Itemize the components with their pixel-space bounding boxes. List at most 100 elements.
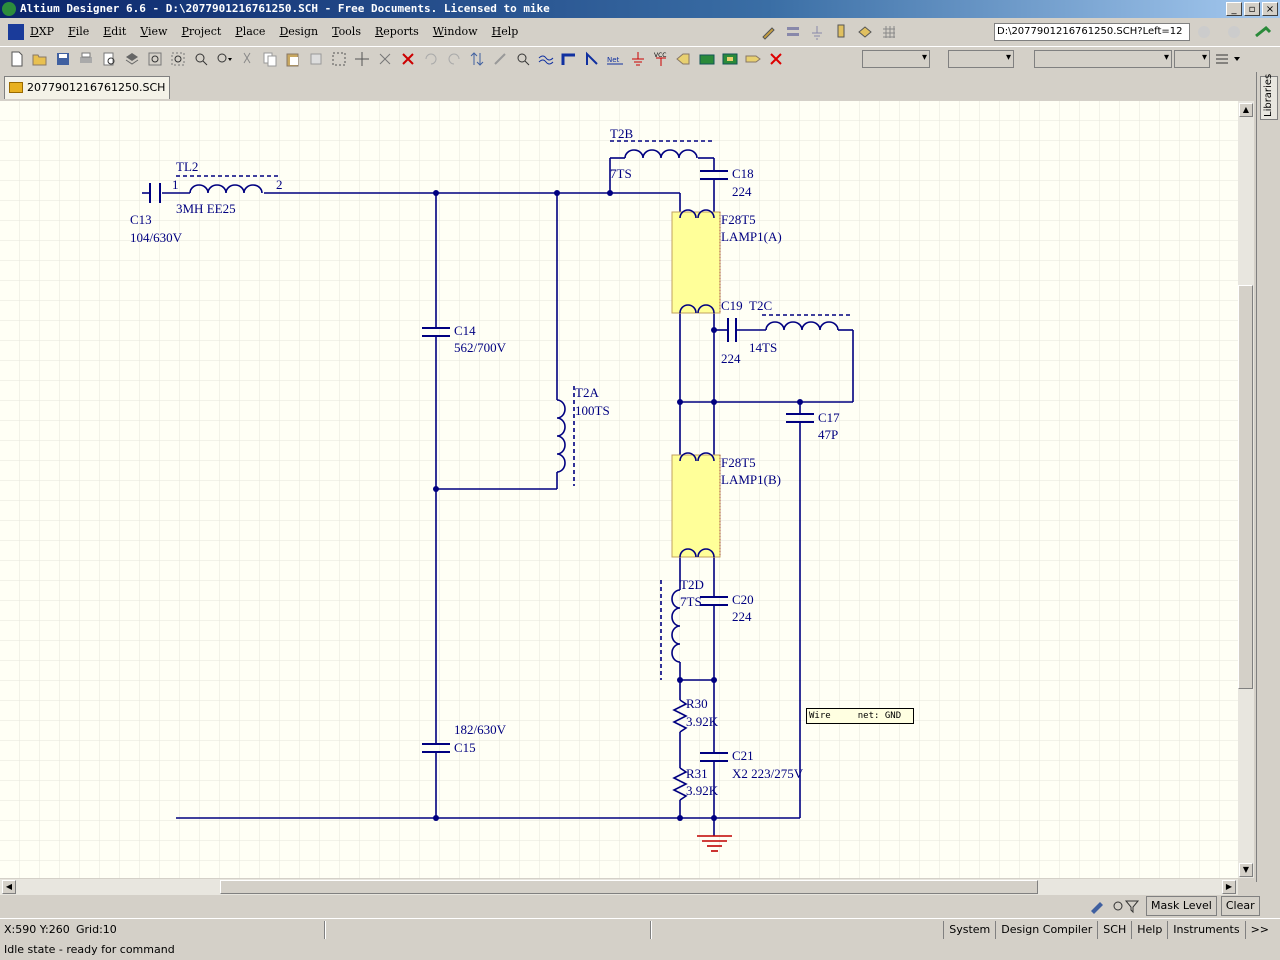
zoom-fit-icon[interactable]	[146, 50, 164, 68]
panel-system[interactable]: System	[943, 921, 995, 939]
power-port-icon[interactable]	[808, 23, 826, 41]
no-erc-icon[interactable]	[767, 50, 785, 68]
place-part-icon[interactable]	[675, 50, 693, 68]
menu-dxp[interactable]: DXP	[30, 25, 55, 38]
panel-instruments[interactable]: Instruments	[1167, 921, 1244, 939]
panel-more[interactable]: >>	[1244, 921, 1274, 939]
panel-design-compiler[interactable]: Design Compiler	[995, 921, 1097, 939]
capacitor-c15[interactable]	[422, 743, 450, 753]
minimize-button[interactable]: _	[1226, 2, 1242, 16]
menu-view[interactable]: View	[140, 25, 168, 38]
menu-project[interactable]: Project	[181, 25, 222, 38]
select-area-icon[interactable]	[330, 50, 348, 68]
scroll-right-icon[interactable]: ▶	[1222, 880, 1236, 894]
move-icon[interactable]	[353, 50, 371, 68]
menu-help[interactable]: Help	[491, 25, 519, 38]
ground-symbol[interactable]	[697, 835, 732, 852]
inductor-tl2[interactable]	[176, 175, 280, 194]
highlighter-icon[interactable]	[1088, 898, 1108, 914]
compile-icon[interactable]	[514, 50, 532, 68]
filter-combo-3[interactable]	[1034, 50, 1172, 68]
menu-tools[interactable]: Tools	[332, 25, 361, 38]
panel-help[interactable]: Help	[1131, 921, 1167, 939]
filter-combo-4[interactable]	[1174, 50, 1210, 68]
capacitor-c20[interactable]	[700, 596, 728, 606]
zoom-selected-icon[interactable]	[192, 50, 210, 68]
net-label-icon[interactable]: Net	[606, 50, 624, 68]
transformer-t2b[interactable]	[610, 140, 712, 159]
close-button[interactable]: ×	[1262, 2, 1278, 16]
transformer-t2d[interactable]	[660, 580, 681, 680]
port-icon[interactable]	[744, 50, 762, 68]
gnd-port-icon[interactable]	[629, 50, 647, 68]
document-path-combo[interactable]: D:\2077901216761250.SCH?Left=12	[994, 23, 1190, 41]
dxp-icon[interactable]	[8, 24, 24, 40]
print-icon[interactable]	[77, 50, 95, 68]
clear-button[interactable]: Clear	[1220, 896, 1260, 916]
place-bus-entry-icon[interactable]	[583, 50, 601, 68]
sheet-symbol-icon[interactable]	[856, 23, 874, 41]
vertical-scroll-thumb[interactable]	[1238, 285, 1253, 689]
rubber-stamp-icon[interactable]	[307, 50, 325, 68]
vertical-scrollbar[interactable]: ▲ ▼	[1238, 101, 1254, 878]
capacitor-c21[interactable]	[700, 752, 728, 762]
mask-level-button[interactable]: Mask Level	[1146, 896, 1217, 916]
filter-icon[interactable]	[1112, 898, 1142, 914]
print-preview-icon[interactable]	[100, 50, 118, 68]
resistor-r30[interactable]	[672, 699, 688, 733]
scroll-down-icon[interactable]: ▼	[1239, 863, 1253, 877]
panel-sch[interactable]: SCH	[1097, 921, 1131, 939]
zoom-dropdown-icon[interactable]	[215, 50, 233, 68]
save-icon[interactable]	[54, 50, 72, 68]
capacitor-c18[interactable]	[700, 170, 728, 180]
place-wire-icon[interactable]	[537, 50, 555, 68]
capacitor-c19[interactable]	[727, 318, 737, 342]
resistor-r31[interactable]	[672, 767, 688, 801]
new-file-icon[interactable]	[8, 50, 26, 68]
open-folder-icon[interactable]	[31, 50, 49, 68]
sheet-symbol-tool-icon[interactable]	[698, 50, 716, 68]
deselect-icon[interactable]	[376, 50, 394, 68]
cut-icon[interactable]	[238, 50, 256, 68]
scroll-up-icon[interactable]: ▲	[1239, 103, 1253, 117]
capacitor-c13[interactable]	[149, 183, 161, 203]
nav-arrows-icon[interactable]	[1196, 24, 1276, 40]
menu-place[interactable]: Place	[235, 25, 266, 38]
clear-filter-icon[interactable]	[399, 50, 417, 68]
sheet-entry-icon[interactable]	[721, 50, 739, 68]
scroll-left-icon[interactable]: ◀	[2, 880, 16, 894]
menu-file[interactable]: File	[68, 25, 90, 38]
transformer-t2a[interactable]	[556, 386, 575, 486]
filter-combo-1[interactable]	[862, 50, 930, 68]
zoom-area-icon[interactable]	[169, 50, 187, 68]
copy-icon[interactable]	[261, 50, 279, 68]
capacitor-c14[interactable]	[422, 327, 450, 337]
schematic-canvas[interactable]: TL2 1 2 3MH EE25 C13 104/630V T2B 7TS C1…	[0, 101, 1238, 878]
grid-icon[interactable]	[880, 23, 898, 41]
capacitor-c17[interactable]	[786, 413, 814, 423]
redo-icon[interactable]	[445, 50, 463, 68]
lamp-a[interactable]	[671, 209, 721, 314]
hierarchy-icon[interactable]	[468, 50, 486, 68]
libraries-tab[interactable]: Libraries	[1260, 74, 1278, 120]
transformer-t2c[interactable]	[762, 314, 850, 331]
menu-reports[interactable]: Reports	[374, 25, 419, 38]
document-tab[interactable]: 2077901216761250.SCH	[4, 76, 171, 99]
vcc-port-icon[interactable]: VCC	[652, 50, 670, 68]
cross-probe-icon[interactable]	[491, 50, 509, 68]
pencil-tool-icon[interactable]	[760, 23, 778, 41]
lamp-b[interactable]	[671, 452, 721, 558]
paste-icon[interactable]	[284, 50, 302, 68]
place-bus-icon[interactable]	[560, 50, 578, 68]
align-icon[interactable]	[784, 23, 802, 41]
horizontal-scroll-thumb[interactable]	[220, 880, 1038, 894]
menu-edit[interactable]: Edit	[103, 25, 127, 38]
menu-window[interactable]: Window	[432, 25, 478, 38]
filter-combo-2[interactable]	[948, 50, 1014, 68]
horizontal-scrollbar[interactable]: ◀ ▶	[0, 879, 1238, 895]
menu-design[interactable]: Design	[279, 25, 319, 38]
undo-icon[interactable]	[422, 50, 440, 68]
layers-icon[interactable]	[123, 50, 141, 68]
part-icon[interactable]	[832, 23, 850, 41]
toolbar-menu-icon[interactable]	[1214, 52, 1244, 66]
